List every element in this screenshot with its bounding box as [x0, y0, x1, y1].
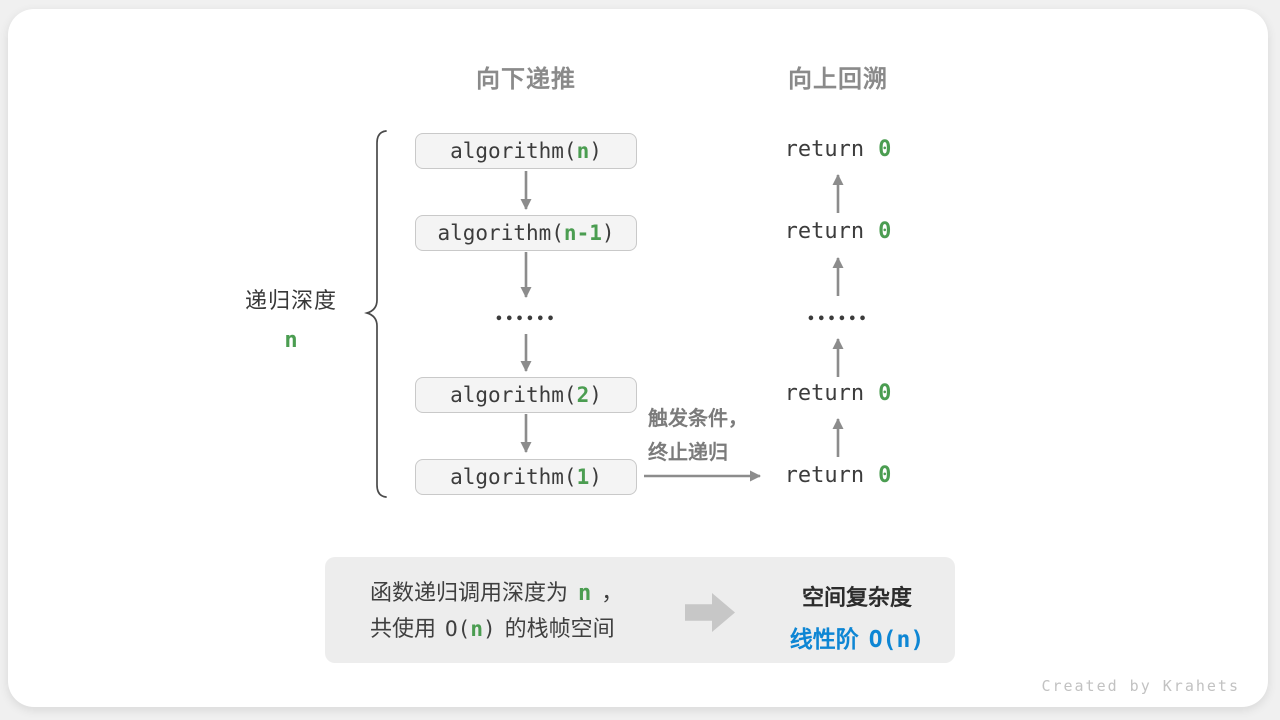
return-keyword: return — [784, 463, 865, 488]
summary-right-result: 线性阶 O(n) — [747, 620, 967, 654]
frame-text: algorithm( — [450, 383, 577, 407]
summary-line1: 函数递归调用深度为 n ， — [370, 579, 623, 607]
return-row: return 0 — [738, 382, 938, 406]
summary-line1-comma: ， — [601, 580, 624, 605]
summary-line2-bigo: O(n) — [445, 617, 496, 641]
header-downward: 向下递推 — [476, 66, 576, 93]
summary-line2-pre: 共使用 — [370, 616, 437, 641]
frame-text: ) — [601, 221, 615, 245]
return-value: 0 — [878, 381, 892, 406]
return-keyword: return — [784, 137, 865, 162]
summary-line1-text: 函数递归调用深度为 — [370, 580, 569, 605]
stack-ellipsis: •••••• — [495, 312, 557, 327]
call-frame-n: algorithm(n) — [415, 133, 637, 169]
frame-text: ) — [589, 383, 602, 407]
summary-right-title: 空间复杂度 — [801, 585, 912, 610]
frame-arg: 1 — [576, 465, 590, 489]
summary-order-label: 线性阶 — [789, 626, 859, 652]
depth-value: n — [284, 328, 298, 353]
summary-line2-post: 的栈帧空间 — [504, 616, 615, 641]
call-frame-n-1: algorithm(n-1) — [415, 215, 637, 251]
summary-line2: 共使用 O(n) 的栈帧空间 — [370, 615, 615, 643]
frame-text: algorithm( — [450, 139, 577, 163]
credit-text: Created by Krahets — [1041, 677, 1240, 695]
header-upward: 向上回溯 — [788, 66, 888, 93]
recursion-depth-label: 递归深度 n — [231, 283, 351, 353]
summary-bigo: O(n) — [868, 627, 925, 653]
base-case-line2: 终止递归 — [648, 442, 728, 464]
frame-arg: n — [576, 139, 590, 163]
return-row: return 0 — [738, 138, 938, 162]
depth-text: 递归深度 — [244, 288, 337, 313]
return-value: 0 — [878, 463, 892, 488]
frame-text: ) — [589, 465, 602, 489]
summary-line1-n: n — [578, 581, 592, 606]
return-row: return 0 — [738, 464, 938, 488]
frame-arg: n-1 — [563, 221, 602, 245]
return-keyword: return — [784, 219, 865, 244]
base-case-note: 触发条件， 终止递归 — [648, 402, 778, 470]
frame-text: ) — [589, 139, 602, 163]
frame-text: algorithm( — [450, 465, 577, 489]
summary-box — [325, 557, 955, 663]
call-frame-2: algorithm(2) — [415, 377, 637, 413]
return-keyword: return — [784, 381, 865, 406]
return-value: 0 — [878, 219, 892, 244]
return-value: 0 — [878, 137, 892, 162]
return-row: return 0 — [738, 220, 938, 244]
frame-text: algorithm( — [437, 221, 564, 245]
base-case-line1: 触发条件， — [648, 408, 748, 430]
frame-arg: 2 — [576, 383, 590, 407]
call-frame-1: algorithm(1) — [415, 459, 637, 495]
return-ellipsis: •••••• — [807, 312, 869, 327]
